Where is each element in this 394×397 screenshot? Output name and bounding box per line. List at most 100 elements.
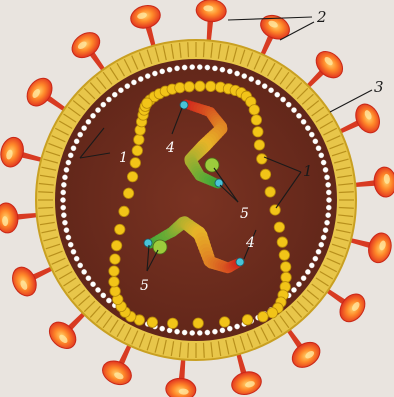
capsid-bead bbox=[110, 254, 120, 264]
white-bead bbox=[305, 269, 310, 274]
capsid-bead bbox=[270, 205, 280, 215]
white-bead bbox=[326, 182, 331, 187]
capsid-bead bbox=[267, 308, 277, 318]
capsid-bead bbox=[279, 250, 289, 260]
capsid-bead bbox=[265, 187, 275, 197]
capsid-bead bbox=[242, 315, 252, 325]
white-bead bbox=[78, 263, 83, 268]
white-bead bbox=[301, 119, 306, 124]
matrix-core bbox=[55, 59, 337, 341]
white-bead bbox=[255, 80, 260, 85]
white-bead bbox=[82, 125, 87, 130]
white-bead bbox=[319, 153, 324, 158]
capsid-bead bbox=[253, 127, 263, 137]
capsid-bead bbox=[205, 81, 215, 91]
white-bead bbox=[323, 167, 328, 172]
capsid-bead bbox=[184, 82, 194, 92]
lipid-stripe bbox=[203, 42, 204, 57]
label-1-left: 1 bbox=[119, 150, 128, 166]
white-bead bbox=[249, 76, 254, 81]
white-bead bbox=[160, 69, 165, 74]
white-bead bbox=[61, 182, 66, 187]
capsid-bead bbox=[195, 81, 205, 91]
capsid-bead bbox=[274, 222, 284, 232]
spike-cap bbox=[165, 377, 197, 397]
capsid-bead bbox=[142, 98, 152, 108]
white-bead bbox=[182, 65, 187, 70]
white-bead bbox=[62, 220, 67, 225]
capsid-bead bbox=[109, 266, 119, 276]
white-bead bbox=[101, 102, 106, 107]
capsid-bead bbox=[132, 145, 142, 155]
white-bead bbox=[60, 197, 65, 202]
white-bead bbox=[220, 67, 225, 72]
white-bead bbox=[326, 197, 331, 202]
white-bead bbox=[301, 276, 306, 281]
white-bead bbox=[160, 326, 165, 331]
capsid-bead bbox=[281, 272, 291, 282]
white-bead bbox=[212, 329, 217, 334]
label-4-top: 4 bbox=[165, 140, 175, 156]
white-bead bbox=[319, 242, 324, 247]
white-bead bbox=[227, 326, 232, 331]
white-bead bbox=[326, 205, 331, 210]
capsid-bead bbox=[127, 171, 137, 181]
capsid-bead bbox=[123, 188, 133, 198]
white-bead bbox=[227, 69, 232, 74]
white-bead bbox=[64, 167, 69, 172]
capsid-bead bbox=[115, 224, 125, 234]
enzyme-dot-top-green bbox=[205, 158, 219, 172]
enzyme-dot-bottom-cyan bbox=[144, 239, 152, 247]
white-bead bbox=[234, 71, 239, 76]
white-bead bbox=[305, 125, 310, 130]
white-bead bbox=[61, 190, 66, 195]
capsid-bead bbox=[219, 317, 229, 327]
white-bead bbox=[309, 263, 314, 268]
white-bead bbox=[268, 88, 273, 93]
white-bead bbox=[82, 269, 87, 274]
white-bead bbox=[326, 190, 331, 195]
white-bead bbox=[62, 175, 67, 180]
white-bead bbox=[74, 256, 79, 261]
white-bead bbox=[205, 330, 210, 335]
label-3: 3 bbox=[374, 78, 384, 96]
white-bead bbox=[95, 287, 100, 292]
white-bead bbox=[68, 153, 73, 158]
white-bead bbox=[291, 107, 296, 112]
white-bead bbox=[242, 73, 247, 78]
lipid-stripe bbox=[188, 343, 189, 358]
label-5-top: 5 bbox=[240, 206, 249, 222]
white-bead bbox=[106, 298, 111, 303]
white-bead bbox=[313, 139, 318, 144]
spike-cap bbox=[195, 0, 227, 23]
white-bead bbox=[71, 146, 76, 151]
white-bead bbox=[296, 282, 301, 287]
white-bead bbox=[90, 282, 95, 287]
white-bead bbox=[61, 213, 66, 218]
label-5-bottom: 5 bbox=[140, 278, 149, 294]
lipid-stripe bbox=[188, 42, 189, 57]
label-2: 2 bbox=[316, 8, 327, 26]
white-bead bbox=[78, 132, 83, 137]
white-bead bbox=[197, 64, 202, 69]
white-bead bbox=[182, 330, 187, 335]
white-bead bbox=[71, 249, 76, 254]
white-bead bbox=[131, 80, 136, 85]
white-bead bbox=[112, 92, 117, 97]
capsid-bead bbox=[193, 318, 203, 328]
label-4-bottom: 4 bbox=[245, 235, 255, 251]
white-bead bbox=[326, 213, 331, 218]
white-bead bbox=[152, 71, 157, 76]
white-bead bbox=[66, 235, 71, 240]
capsid-bead bbox=[111, 240, 121, 250]
white-bead bbox=[74, 139, 79, 144]
capsid-bead bbox=[147, 317, 157, 327]
capsid-bead bbox=[130, 158, 140, 168]
capsid-bead bbox=[109, 277, 119, 287]
white-bead bbox=[205, 65, 210, 70]
lipid-stripe bbox=[38, 207, 53, 208]
white-bead bbox=[61, 205, 66, 210]
capsid-bead bbox=[257, 154, 267, 164]
